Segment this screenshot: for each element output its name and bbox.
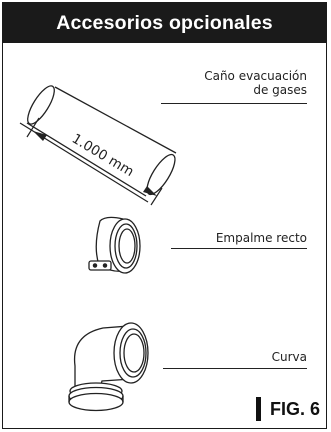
exhaust-pipe-label-line1: Caño evacuación bbox=[204, 69, 307, 83]
exhaust-pipe-label: Caño evacuación de gases bbox=[163, 69, 307, 97]
panel-title: Accesorios opcionales bbox=[56, 11, 273, 34]
pipe-length-dimension bbox=[19, 117, 163, 206]
exhaust-pipe-drawing bbox=[26, 85, 177, 197]
straight-coupling-drawing bbox=[88, 216, 141, 274]
elbow-label: Curva bbox=[271, 350, 307, 364]
figure-number-bar bbox=[255, 397, 261, 421]
accessories-illustration: 1.000 mm bbox=[19, 85, 177, 412]
exhaust-pipe-leader-line bbox=[161, 103, 307, 104]
figure-number: FIG. 6 bbox=[255, 396, 320, 422]
straight-coupling-leader-line bbox=[171, 248, 307, 249]
elbow-leader-line bbox=[163, 368, 307, 369]
exhaust-pipe-label-line2: de gases bbox=[253, 83, 307, 97]
panel-header: Accesorios opcionales bbox=[3, 3, 326, 43]
straight-coupling-label: Empalme recto bbox=[215, 231, 307, 245]
figure-number-text: FIG. 6 bbox=[269, 398, 320, 419]
elbow-drawing bbox=[68, 322, 149, 412]
accessories-panel: Accesorios opcionales 1.000 mm bbox=[2, 2, 327, 429]
